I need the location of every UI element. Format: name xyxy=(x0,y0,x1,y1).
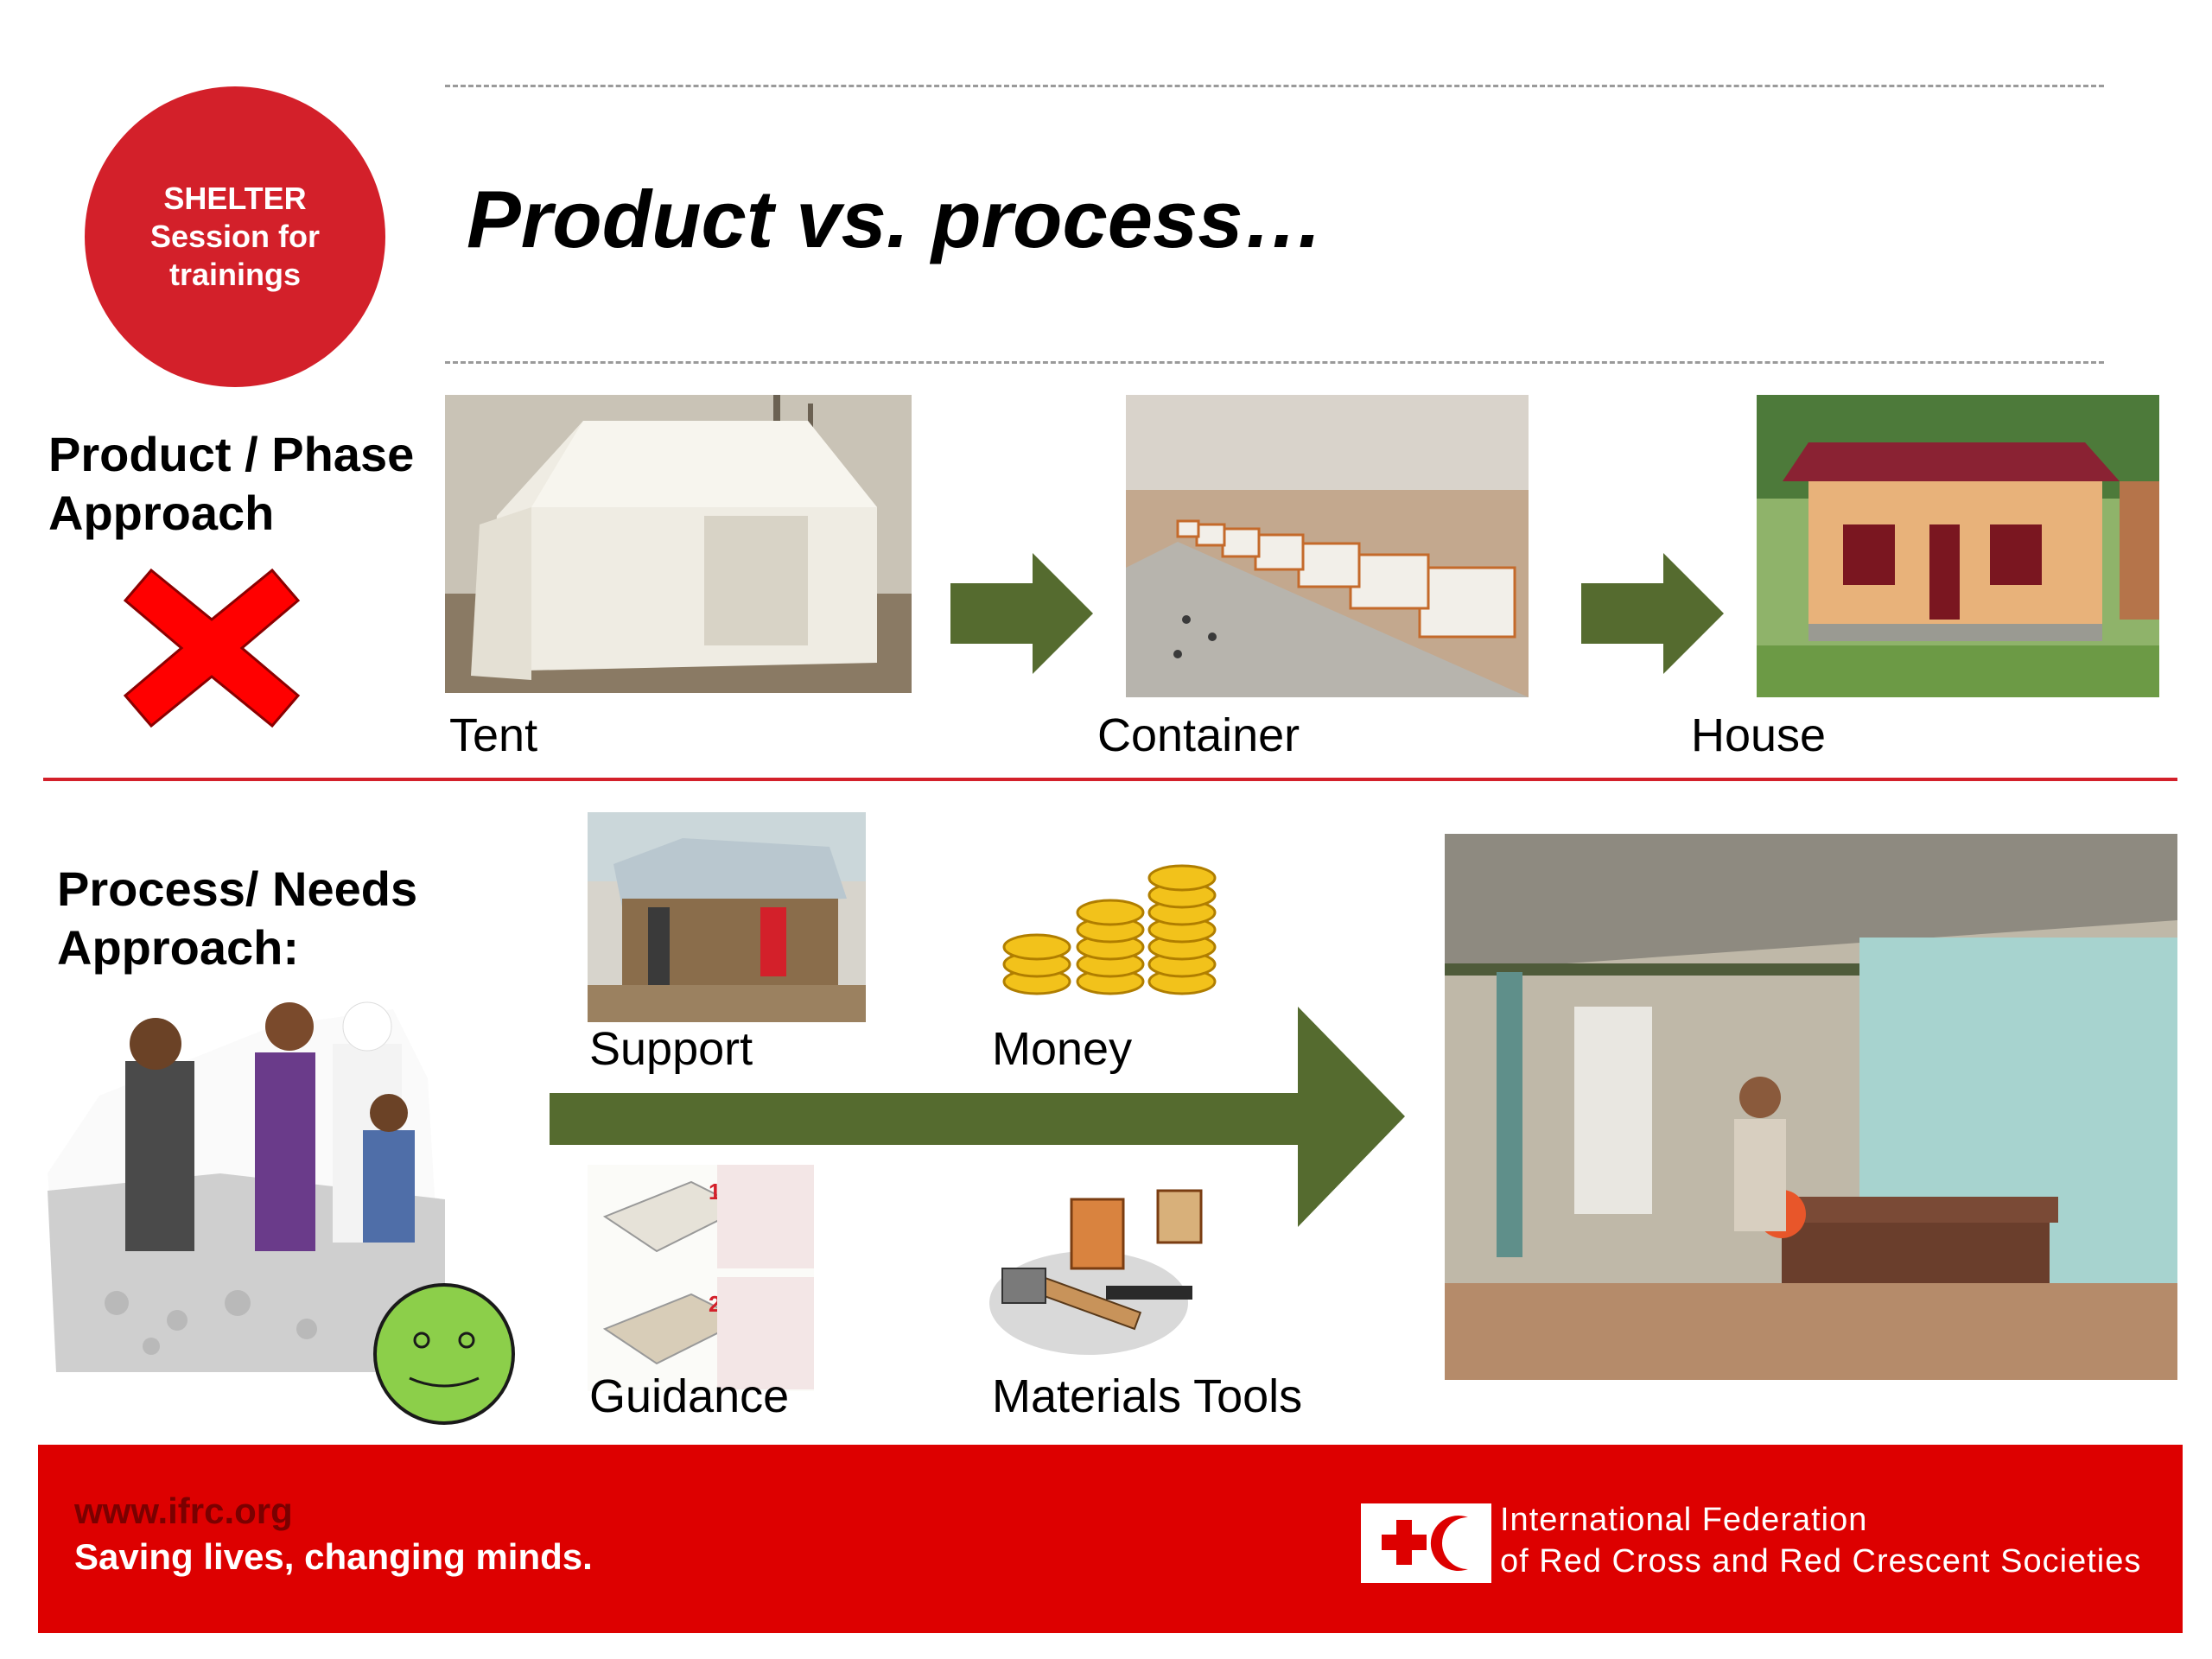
veranda-photo xyxy=(1445,834,2177,1380)
smiley-icon xyxy=(373,1283,515,1425)
footer-banner xyxy=(38,1445,2183,1633)
container-photo xyxy=(1126,395,1529,697)
process-arrow-icon xyxy=(550,1007,1405,1227)
top-dashed-divider xyxy=(445,85,2104,87)
tent-photo xyxy=(445,395,912,693)
guidance-illustration: 1 2 xyxy=(588,1165,814,1391)
shelter-badge: SHELTER Session for trainings xyxy=(85,86,385,387)
arrow-right-icon xyxy=(1581,553,1724,674)
badge-line-2: Session for xyxy=(149,219,321,254)
caption-support: Support xyxy=(589,1023,753,1075)
org-name-line-1: International Federation xyxy=(1500,1502,1868,1538)
coins-icon xyxy=(1002,864,1217,995)
materials-tools-icon xyxy=(989,1189,1203,1355)
title-dashed-divider xyxy=(445,361,2104,364)
product-approach-heading: Product / Phase Approach xyxy=(48,425,414,543)
product-heading-line-1: Product / Phase xyxy=(48,427,415,481)
footer-slogan: Saving lives, changing minds. xyxy=(74,1536,593,1577)
family-photo xyxy=(48,975,445,1372)
badge-line-1: SHELTER xyxy=(163,181,307,216)
slide-title: Product vs. process… xyxy=(467,174,1325,264)
caption-guidance: Guidance xyxy=(589,1370,790,1422)
process-approach-heading: Process/ Needs Approach: xyxy=(57,860,417,977)
org-name-line-2: of Red Cross and Red Crescent Societies xyxy=(1500,1543,2142,1580)
footer-url-link[interactable]: www.ifrc.org xyxy=(74,1491,293,1531)
badge-text: SHELTER Session for trainings xyxy=(131,180,339,294)
caption-container: Container xyxy=(1097,709,1300,761)
red-cross-icon xyxy=(123,568,301,728)
process-heading-line-1: Process/ Needs xyxy=(57,861,418,916)
caption-tent: Tent xyxy=(449,709,538,761)
caption-money: Money xyxy=(992,1023,1133,1075)
support-photo xyxy=(588,812,866,1022)
caption-materials-tools: Materials Tools xyxy=(992,1370,1303,1422)
arrow-right-icon xyxy=(950,553,1093,674)
red-cross-crescent-icon xyxy=(1382,1516,1468,1571)
ifrc-logo xyxy=(1361,1503,1491,1583)
badge-line-3: trainings xyxy=(168,257,301,292)
product-heading-line-2: Approach xyxy=(48,486,275,540)
caption-house: House xyxy=(1691,709,1827,761)
house-photo xyxy=(1757,395,2159,697)
process-heading-line-2: Approach: xyxy=(57,920,299,975)
section-divider xyxy=(43,778,2177,781)
